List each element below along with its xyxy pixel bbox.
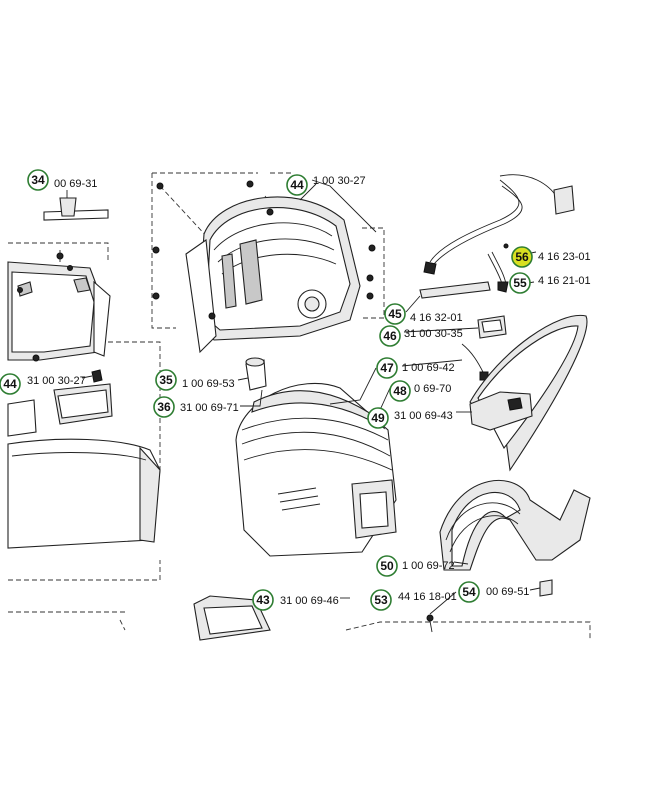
callout-circle	[153, 396, 175, 418]
part-number-label: 1 00 69-42	[402, 362, 455, 374]
callout-46: 46 31 00 30-35	[379, 325, 463, 347]
callout-number: 36	[157, 400, 171, 414]
callout-circle	[458, 581, 480, 603]
dashed-frame-left	[8, 242, 161, 631]
callout-number: 35	[159, 373, 173, 387]
part-49-side-panel	[469, 314, 588, 472]
callout-number: 46	[383, 329, 397, 343]
callout-54: 54 00 69-51	[458, 581, 529, 603]
callout-36: 36 31 00 69-71	[153, 396, 239, 418]
part-number-label: 31 00 69-43	[394, 410, 453, 422]
callout-number: 54	[462, 585, 476, 599]
part-47-wire	[461, 343, 489, 381]
callout-34: 34 00 69-31	[27, 169, 97, 191]
part-left-upper-housing	[7, 250, 111, 362]
callout-circle	[370, 589, 392, 611]
callout-circle	[384, 303, 406, 325]
callout-circle	[511, 246, 533, 268]
callout-55: 55 4 16 21-01	[509, 272, 591, 294]
callout-53: 53 44 16 18-01	[370, 589, 457, 611]
callout-49: 49 31 00 69-43	[367, 407, 453, 429]
callout-35: 35 1 00 69-53	[155, 369, 235, 391]
callout-number: 47	[380, 361, 394, 375]
part-55-cable	[487, 243, 509, 293]
part-34-pin	[43, 190, 109, 221]
callout-number: 56	[515, 250, 529, 264]
part-46-switch	[477, 315, 507, 339]
callout-circle	[376, 555, 398, 577]
part-44b-bracket	[7, 369, 113, 437]
callout-48: 48 0 69-70	[389, 380, 451, 402]
part-56-cable	[423, 174, 575, 275]
callout-circle	[27, 169, 49, 191]
dashed-frame-right	[345, 621, 591, 640]
callout-number: 55	[513, 276, 527, 290]
callout-number: 44	[3, 377, 17, 391]
callout-number: 53	[374, 593, 388, 607]
part-35-tube	[245, 357, 267, 391]
callout-number: 43	[256, 593, 270, 607]
callout-50: 50 1 00 69-72	[376, 555, 455, 577]
callout-circle	[252, 589, 274, 611]
part-number-label: 1 00 30-27	[313, 175, 366, 187]
callout-44b: 44 31 00 30-27	[0, 373, 86, 395]
part-number-label: 0 69-70	[414, 383, 451, 395]
part-54-clip	[539, 579, 553, 597]
callout-circle	[0, 373, 21, 395]
callout-56: 56 4 16 23-01	[511, 246, 591, 268]
part-number-label: 00 69-31	[54, 178, 97, 190]
callout-number: 44	[290, 178, 304, 192]
part-53-screw	[426, 614, 434, 633]
part-43-bracket	[193, 595, 271, 641]
part-number-label: 4 16 21-01	[538, 275, 591, 287]
part-center-housing	[235, 383, 397, 557]
callout-number: 49	[371, 411, 385, 425]
part-45-rod	[419, 281, 491, 299]
part-number-label: 4 16 32-01	[410, 312, 463, 324]
callout-44: 44 1 00 30-27	[286, 174, 366, 196]
callout-number: 48	[393, 384, 407, 398]
callout-circle	[376, 357, 398, 379]
part-number-label: 31 00 30-27	[27, 375, 86, 387]
callout-circle	[379, 325, 401, 347]
callout-number: 34	[31, 173, 45, 187]
callout-number: 50	[380, 559, 394, 573]
callout-circle	[509, 272, 531, 294]
callout-circle	[367, 407, 389, 429]
callout-circle	[286, 174, 308, 196]
part-number-label: 31 00 69-71	[180, 402, 239, 414]
callout-45: 45 4 16 32-01	[384, 303, 463, 325]
callout-labels: 34 00 69-31 44 1 00 30-27 56 4 16 23-01 55 4 16…	[0, 169, 591, 611]
part-left-lower-housing	[7, 438, 161, 549]
part-number-label: 31 00 30-35	[404, 328, 463, 340]
part-number-label: 1 00 69-72	[402, 560, 455, 572]
callout-circle	[155, 369, 177, 391]
part-number-label: 44 16 18-01	[398, 591, 457, 603]
part-number-label: 1 00 69-53	[182, 378, 235, 390]
part-number-label: 00 69-51	[486, 586, 529, 598]
part-44-top-cover	[152, 180, 376, 354]
part-50-shroud	[439, 479, 591, 571]
callout-circle	[389, 380, 411, 402]
callout-43: 43 31 00 69-46	[252, 589, 339, 611]
callout-47: 47 1 00 69-42	[376, 357, 455, 379]
callout-number: 45	[388, 307, 402, 321]
part-number-label: 4 16 23-01	[538, 251, 591, 263]
part-number-label: 31 00 69-46	[280, 595, 339, 607]
